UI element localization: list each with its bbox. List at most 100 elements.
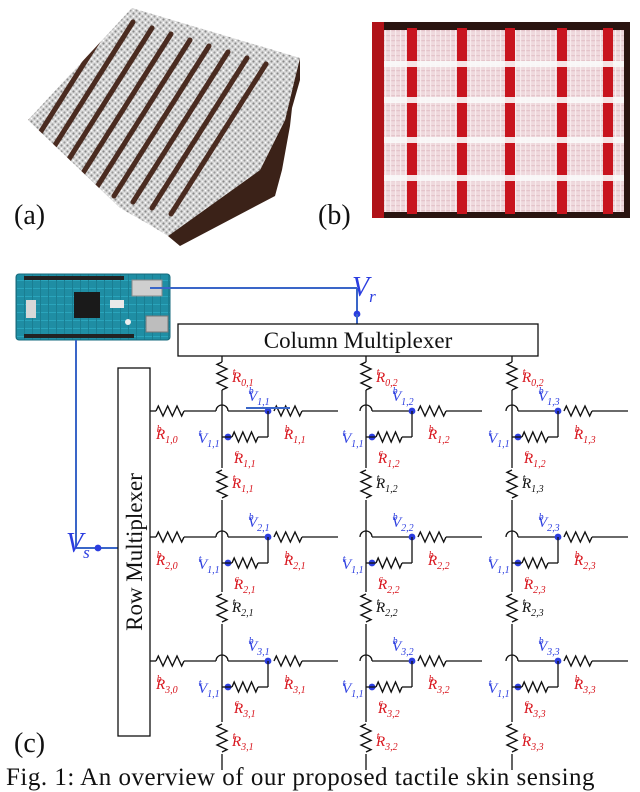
resistor-symbol xyxy=(375,556,403,570)
power-jack-icon xyxy=(145,315,169,333)
vt-label: V1,1t xyxy=(198,678,220,700)
column-resistor-label: R2,1t xyxy=(231,597,254,619)
rb-label: R3,1b xyxy=(283,674,306,696)
row-left-resistor-label: R3,0b xyxy=(155,674,178,696)
panel-label-c: (c) xyxy=(14,728,45,759)
rc-label: R2,2c xyxy=(377,574,400,596)
resistor-symbol xyxy=(521,680,549,694)
row-left-resistor-label: R1,0b xyxy=(155,424,178,446)
resistor-symbol xyxy=(359,361,373,391)
wire-crossing xyxy=(215,404,229,412)
panel-label-b: (b) xyxy=(318,200,351,231)
fabric-stripe xyxy=(149,55,250,211)
vb-label: V3,3b xyxy=(538,636,560,658)
vt-label: V1,1t xyxy=(488,428,510,450)
rc-label: R3,2c xyxy=(377,698,400,720)
resistor-symbol xyxy=(521,556,549,570)
resistor-symbol xyxy=(359,469,373,499)
panel-label-a: (a) xyxy=(14,200,45,231)
resistor-symbol xyxy=(563,530,593,544)
resistor-symbol xyxy=(155,654,185,668)
wire-crossing xyxy=(215,530,229,538)
resistor-symbol xyxy=(417,404,447,418)
sensor-photo xyxy=(372,22,630,218)
vt-label: V1,1t xyxy=(342,554,364,576)
rb-label: R2,3b xyxy=(573,550,596,572)
microcontroller-board xyxy=(15,273,171,341)
vt-label: V1,1t xyxy=(342,428,364,450)
resistor-symbol xyxy=(215,723,229,753)
fabric-stripe xyxy=(92,37,193,193)
resistor-symbol xyxy=(273,530,303,544)
vs-node xyxy=(94,544,102,552)
vt-label: V1,1t xyxy=(488,678,510,700)
rb-label: R2,2b xyxy=(427,550,450,572)
chip-icon xyxy=(74,292,100,318)
rc-label: R2,1c xyxy=(233,574,256,596)
resistor-symbol xyxy=(359,593,373,623)
rc-label: R1,2c xyxy=(377,448,400,470)
column-resistor-label: R1,3t xyxy=(521,473,544,495)
resistor-symbol xyxy=(505,469,519,499)
fabric-stripe xyxy=(168,61,269,217)
photo-white-rib xyxy=(384,137,624,143)
wire-crossing xyxy=(359,530,373,538)
column-bottom-resistor-label: R3,2t xyxy=(375,731,398,753)
resistor-symbol xyxy=(273,654,303,668)
photo-red-stripe xyxy=(407,28,417,214)
resistor-symbol xyxy=(563,404,593,418)
vs-label: Vs xyxy=(66,528,90,562)
resistor-symbol xyxy=(155,530,185,544)
column-resistor-label: R2,3t xyxy=(521,597,544,619)
photo-red-stripe xyxy=(557,28,567,214)
vt-label: V1,1t xyxy=(198,428,220,450)
resistor-symbol xyxy=(505,723,519,753)
vt-label: V1,1t xyxy=(488,554,510,576)
column-bottom-resistor-label: R3,1t xyxy=(231,731,254,753)
wire-crossing xyxy=(215,654,229,662)
resistor-symbol xyxy=(215,361,229,391)
column-multiplexer xyxy=(177,323,539,357)
wire-crossing xyxy=(505,530,519,538)
resistor-symbol xyxy=(231,430,259,444)
rc-label: R2,3c xyxy=(523,574,546,596)
vb-label: V3,1b xyxy=(248,636,270,658)
photo-edge xyxy=(372,22,384,218)
resistor-symbol xyxy=(359,723,373,753)
vb-label: V2,2b xyxy=(392,512,414,534)
wire-crossing xyxy=(359,654,373,662)
column-top-resistor-label: R0,2t xyxy=(521,367,544,389)
row-multiplexer xyxy=(117,367,151,737)
fabric-photo xyxy=(28,8,300,246)
column-resistor-label: R1,2t xyxy=(375,473,398,495)
resistor-symbol xyxy=(563,654,593,668)
rb-label: R2,1b xyxy=(283,550,306,572)
resistor-symbol xyxy=(521,430,549,444)
fabric-stripe xyxy=(130,49,231,205)
photo-white-rib xyxy=(384,97,624,103)
rc-label: R1,1c xyxy=(233,448,256,470)
resistor-symbol xyxy=(417,654,447,668)
column-multiplexer-label: Column Multiplexer xyxy=(264,328,453,353)
resistor-symbol xyxy=(155,404,185,418)
rb-label: R3,2b xyxy=(427,674,450,696)
rc-label: R3,1c xyxy=(233,698,256,720)
rc-label: R1,2c xyxy=(523,448,546,470)
rb-label: R1,2b xyxy=(427,424,450,446)
row-multiplexer-label: Row Multiplexer xyxy=(122,473,147,631)
resistor-symbol xyxy=(215,593,229,623)
column-resistor-label: R1,1t xyxy=(231,473,254,495)
vt-label: V1,1t xyxy=(198,554,220,576)
vb-label: V3,2b xyxy=(392,636,414,658)
rb-label: R1,1b xyxy=(283,424,306,446)
resistor-symbol xyxy=(505,593,519,623)
resistor-symbol xyxy=(375,430,403,444)
photo-red-stripe xyxy=(505,28,515,214)
vt-label: V1,1t xyxy=(342,678,364,700)
vb-label: V1,3b xyxy=(538,386,560,408)
resistor-symbol xyxy=(417,530,447,544)
photo-red-stripe xyxy=(603,28,613,214)
resistor-symbol xyxy=(231,680,259,694)
